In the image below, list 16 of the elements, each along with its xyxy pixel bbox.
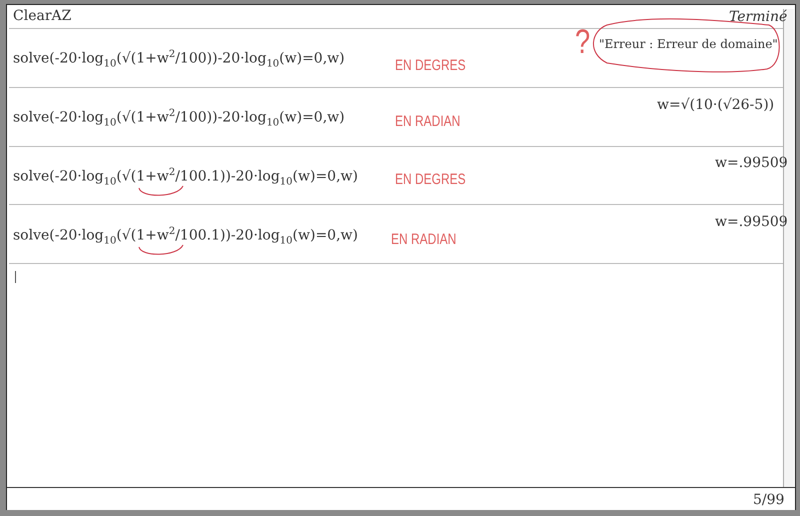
error-message: "Erreur : Erreur de domaine" xyxy=(599,37,778,51)
annotation-text: EN DEGRES xyxy=(395,57,466,74)
math-expression: solve(-20·log$_{10}$(√(1+w$^{2}$/100.1))-20·log$_{10}$(w)=0,w) xyxy=(13,167,358,188)
annotation-text: EN DEGRES xyxy=(395,171,466,188)
status-text: Terminé xyxy=(729,9,788,25)
command-text: ClearAZ xyxy=(13,8,72,24)
math-expression: solve(-20·log$_{10}$(√(1+w$^{2}$/100))-20·log$_{10}$(w)=0,w) xyxy=(13,49,345,70)
result-expression: w=√(10·(√26-5)) xyxy=(657,97,774,113)
math-expression: solve(-20·log$_{10}$(√(1+w$^{2}$/100))-20·log$_{10}$(w)=0,w) xyxy=(13,108,345,128)
annotation-text: EN RADIAN xyxy=(391,231,456,248)
math-expression: solve(-20·log$_{10}$(√(1+w$^{2}$/100.1))-20·log$_{10}$(w)=0,w) xyxy=(13,226,358,246)
handwritten-note: ? xyxy=(575,23,590,62)
annotation-text: EN RADIAN xyxy=(395,113,460,130)
result-expression: w=.99509 xyxy=(715,214,788,230)
page-counter: 5/99 xyxy=(753,492,784,508)
result-expression: w=.99509 xyxy=(715,155,788,171)
